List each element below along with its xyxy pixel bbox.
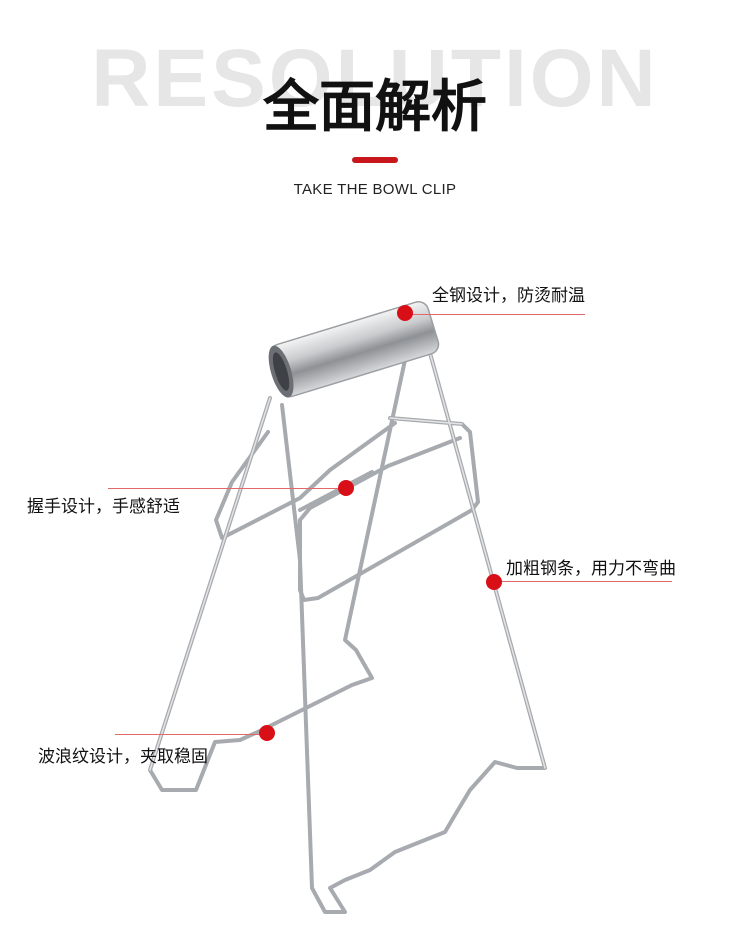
callout-thick-label: 加粗钢条，用力不弯曲 — [506, 559, 676, 579]
background-watermark-text: RESOLUTION — [91, 33, 659, 124]
callout-steel-label: 全钢设计，防烫耐温 — [432, 286, 585, 306]
callout-wave-dot — [259, 725, 275, 741]
callout-wave-label: 波浪纹设计，夹取稳固 — [38, 747, 208, 767]
callout-steel-dot — [397, 305, 413, 321]
callout-grip-dot — [338, 480, 354, 496]
callout-grip-label: 握手设计，手感舒适 — [27, 497, 180, 517]
callout-thick-line — [496, 581, 672, 582]
callout-wave-line — [115, 734, 270, 735]
page-subtitle: TAKE THE BOWL CLIP — [293, 181, 457, 198]
page-title: 全面解析 — [263, 75, 487, 140]
callout-steel-line — [410, 314, 585, 315]
title-accent-bar — [352, 157, 398, 163]
callout-thick-dot — [486, 574, 502, 590]
callout-grip-line — [108, 488, 348, 489]
